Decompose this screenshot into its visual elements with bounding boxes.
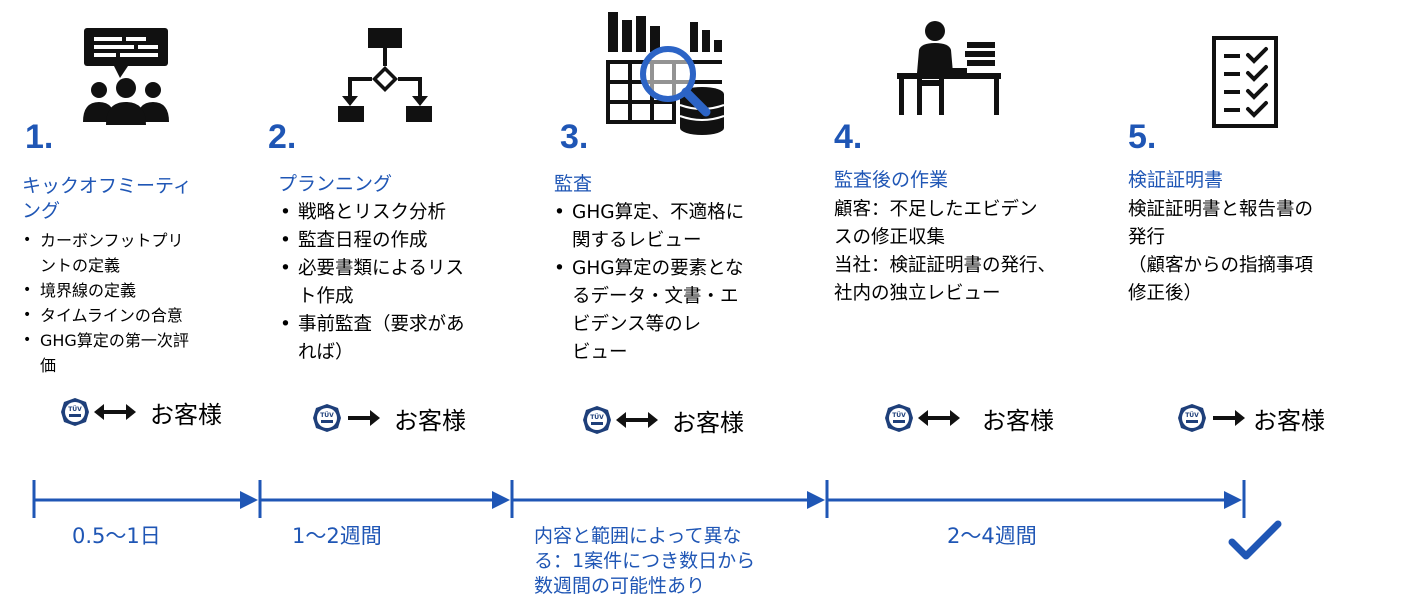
tuv-logo-icon: TÜV	[1178, 404, 1206, 432]
list-item: 戦略とリスク分析	[278, 199, 465, 227]
step-title-2: プランニング	[278, 173, 393, 195]
tuv-logo-icon: TÜV	[885, 404, 913, 432]
meeting-icon	[80, 28, 172, 126]
step-title-5: 検証証明書	[1128, 169, 1224, 191]
step-title-4: 監査後の作業	[834, 169, 949, 191]
duration-2: 1〜2週間	[292, 524, 382, 548]
tuv-logo-icon: TÜV	[313, 404, 341, 432]
customer-label: お客様	[982, 406, 1054, 435]
step-number-5: 5.	[1128, 118, 1157, 156]
checkmark-icon	[1228, 520, 1282, 560]
tuv-logo-icon: TÜV	[61, 398, 89, 426]
step-5-text: 検証証明書と報告書の 発行 （顧客からの指摘事項 修正後）	[1128, 199, 1314, 304]
double-arrow-icon	[94, 404, 136, 420]
step-number-4: 4.	[834, 118, 863, 156]
double-arrow-icon	[616, 412, 658, 428]
timeline	[32, 480, 1246, 518]
party-indicator-1: TÜV お客様	[60, 392, 222, 432]
duration-3: 内容と範囲によって異な る：1案件につき数日から 数週間の可能性あり	[534, 525, 756, 597]
list-item: タイムラインの合意	[22, 303, 189, 328]
svg-text:TÜV: TÜV	[68, 406, 82, 413]
party-indicator-2: TÜV お客様	[312, 398, 466, 438]
svg-text:TÜV: TÜV	[892, 412, 906, 419]
desk-work-icon	[895, 18, 1005, 118]
svg-text:TÜV: TÜV	[320, 412, 334, 419]
list-item: 境界線の定義	[22, 278, 189, 303]
svg-text:TÜV: TÜV	[1185, 412, 1199, 419]
customer-label: お客様	[1253, 406, 1325, 435]
data-audit-icon	[606, 12, 732, 137]
party-indicator-4: TÜV お客様	[884, 398, 1054, 438]
duration-4: 2〜4週間	[947, 524, 1037, 548]
double-arrow-icon	[918, 410, 960, 426]
tuv-logo-icon: TÜV	[583, 406, 611, 434]
party-indicator-3: TÜV お客様	[582, 400, 744, 440]
party-indicator-5: TÜV お客様	[1177, 398, 1325, 438]
svg-text:TÜV: TÜV	[590, 414, 604, 421]
customer-label: お客様	[672, 408, 744, 437]
step-number-2: 2.	[268, 118, 297, 156]
customer-label: お客様	[394, 406, 466, 435]
step-number-1: 1.	[25, 118, 54, 156]
right-arrow-icon	[348, 410, 380, 426]
step-title-1: キックオフミーティ ング	[22, 175, 192, 222]
right-arrow-icon	[1213, 410, 1245, 426]
step-title-3: 監査	[554, 173, 593, 195]
step-4-text: 顧客：不足したエビデン スの修正収集 当社：検証証明書の発行、 社内の独立レビュ…	[834, 199, 1057, 304]
flowchart-icon	[338, 28, 432, 124]
step-number-3: 3.	[560, 118, 589, 156]
list-item: 監査日程の作成	[278, 227, 465, 255]
duration-1: 0.5〜1日	[72, 524, 161, 548]
checklist-icon	[1212, 36, 1278, 128]
customer-label: お客様	[150, 400, 222, 429]
